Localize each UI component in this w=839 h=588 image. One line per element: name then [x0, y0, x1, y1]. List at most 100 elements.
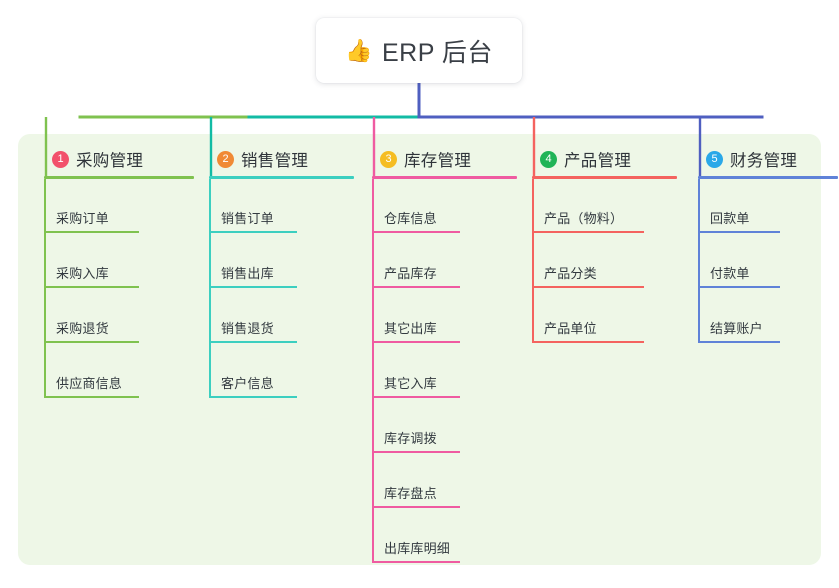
branch-leaf-label: 销售出库: [221, 266, 274, 281]
branch-title: 销售管理: [241, 152, 309, 170]
branch-spine: [698, 179, 700, 343]
branch-leaf[interactable]: 销售订单: [199, 178, 364, 233]
branch-leaf-label: 回款单: [710, 211, 750, 226]
branch-underline: [698, 176, 838, 179]
branch-title: 采购管理: [76, 152, 144, 170]
branch-header-1[interactable]: 1 采购管理: [34, 148, 204, 170]
branch-column-4: 4 产品管理产品（物料） 产品分类产品单位: [522, 148, 687, 343]
branch-leaf-label: 产品（物料）: [544, 211, 624, 226]
branch-column-3: 3 库存管理仓库信息产品库存其它出库其它入库库存调拨库存盘点出库库明细: [362, 148, 527, 563]
branch-underline: [209, 176, 354, 179]
branch-leaf-label: 产品单位: [544, 321, 597, 336]
branch-leaf-underline: [372, 396, 460, 398]
branch-leaf-underline: [44, 286, 139, 288]
branch-leaf-list: 回款单付款单结算账户: [688, 179, 839, 343]
branch-leaf-label: 付款单: [710, 266, 750, 281]
branch-leaf-label: 采购入库: [56, 266, 109, 281]
branch-leaf-label: 产品库存: [384, 266, 437, 281]
branch-leaf[interactable]: 客户信息: [199, 343, 364, 398]
branch-spine: [372, 179, 374, 563]
branch-leaf[interactable]: 采购订单: [34, 178, 204, 233]
branch-number-badge: 2: [217, 150, 234, 168]
branch-leaf-label: 其它出库: [384, 321, 437, 336]
branch-leaf-label: 销售退货: [221, 321, 274, 336]
branch-leaf-underline: [209, 341, 297, 343]
branch-leaf[interactable]: 产品库存: [362, 233, 527, 288]
branch-leaf[interactable]: 付款单: [688, 233, 839, 288]
branch-leaf-label: 采购订单: [56, 211, 109, 226]
branch-column-5: 5 财务管理回款单付款单结算账户: [688, 148, 839, 343]
branch-number-badge: 5: [706, 150, 723, 168]
branch-leaf[interactable]: 产品分类: [522, 233, 687, 288]
branch-number-badge: 3: [380, 150, 397, 168]
branch-leaf-underline: [372, 506, 460, 508]
branch-leaf-underline: [209, 231, 297, 233]
branch-leaf-underline: [209, 286, 297, 288]
branch-number-badge: 1: [52, 150, 69, 168]
branch-spine: [44, 179, 46, 398]
branch-header-4[interactable]: 4 产品管理: [522, 148, 687, 170]
branch-leaf-label: 仓库信息: [384, 211, 437, 226]
branch-leaf-underline: [372, 231, 460, 233]
branch-leaf[interactable]: 出库库明细: [362, 508, 527, 563]
branch-leaf[interactable]: 结算账户: [688, 288, 839, 343]
branch-underline: [532, 176, 677, 179]
branch-number-badge: 4: [540, 150, 557, 168]
branch-leaf-label: 其它入库: [384, 376, 437, 391]
branch-leaf[interactable]: 销售退货: [199, 288, 364, 343]
branch-leaf[interactable]: 其它入库: [362, 343, 527, 398]
branch-leaf-underline: [698, 286, 780, 288]
branch-column-1: 1 采购管理采购订单采购入库采购退货供应商信息: [34, 148, 204, 398]
branch-leaf[interactable]: 回款单: [688, 178, 839, 233]
branch-leaf-label: 采购退货: [56, 321, 109, 336]
branch-leaf-list: 采购订单采购入库采购退货供应商信息: [34, 179, 204, 398]
branch-header-5[interactable]: 5 财务管理: [688, 148, 839, 170]
branch-leaf-underline: [44, 341, 139, 343]
branch-leaf-list: 仓库信息产品库存其它出库其它入库库存调拨库存盘点出库库明细: [362, 179, 527, 563]
branch-leaf-underline: [372, 286, 460, 288]
branch-header-3[interactable]: 3 库存管理: [362, 148, 527, 170]
branch-title: 库存管理: [404, 152, 472, 170]
diagram-panel: [18, 134, 821, 565]
branch-leaf-list: 产品（物料） 产品分类产品单位: [522, 179, 687, 343]
branch-leaf-underline: [44, 231, 139, 233]
branch-leaf[interactable]: 库存调拨: [362, 398, 527, 453]
branch-leaf-label: 结算账户: [710, 321, 763, 336]
root-node-card[interactable]: 👍 ERP 后台: [316, 18, 522, 83]
branch-leaf[interactable]: 库存盘点: [362, 453, 527, 508]
branch-leaf[interactable]: 仓库信息: [362, 178, 527, 233]
branch-leaf-label: 客户信息: [221, 376, 274, 391]
branch-leaf[interactable]: 其它出库: [362, 288, 527, 343]
branch-leaf[interactable]: 销售出库: [199, 233, 364, 288]
branch-leaf-list: 销售订单销售出库销售退货客户信息: [199, 179, 364, 398]
branch-leaf-underline: [698, 231, 780, 233]
branch-leaf-underline: [372, 561, 460, 563]
thumbs-up-icon: 👍: [345, 37, 373, 63]
branch-header-2[interactable]: 2 销售管理: [199, 148, 364, 170]
branch-leaf-label: 销售订单: [221, 211, 274, 226]
branch-underline: [372, 176, 517, 179]
branch-leaf-underline: [532, 231, 644, 233]
branch-leaf[interactable]: 产品（物料）: [522, 178, 687, 233]
branch-leaf-underline: [209, 396, 297, 398]
root-node-title: 👍 ERP 后台: [345, 33, 493, 69]
branch-column-2: 2 销售管理销售订单销售出库销售退货客户信息: [199, 148, 364, 398]
branch-leaf-label: 产品分类: [544, 266, 597, 281]
branch-leaf-underline: [698, 341, 780, 343]
branch-leaf[interactable]: 产品单位: [522, 288, 687, 343]
branch-leaf-underline: [532, 341, 644, 343]
root-node-label: ERP 后台: [382, 38, 493, 67]
branch-leaf-label: 库存盘点: [384, 486, 437, 501]
branch-leaf[interactable]: 供应商信息: [34, 343, 204, 398]
branch-leaf-label: 出库库明细: [384, 541, 451, 556]
branch-leaf-underline: [372, 341, 460, 343]
branch-leaf-underline: [532, 286, 644, 288]
branch-spine: [209, 179, 211, 398]
branch-title: 财务管理: [730, 152, 798, 170]
branch-title: 产品管理: [564, 152, 632, 170]
branch-leaf[interactable]: 采购退货: [34, 288, 204, 343]
branch-spine: [532, 179, 534, 343]
branch-leaf-label: 库存调拨: [384, 431, 437, 446]
branch-leaf[interactable]: 采购入库: [34, 233, 204, 288]
